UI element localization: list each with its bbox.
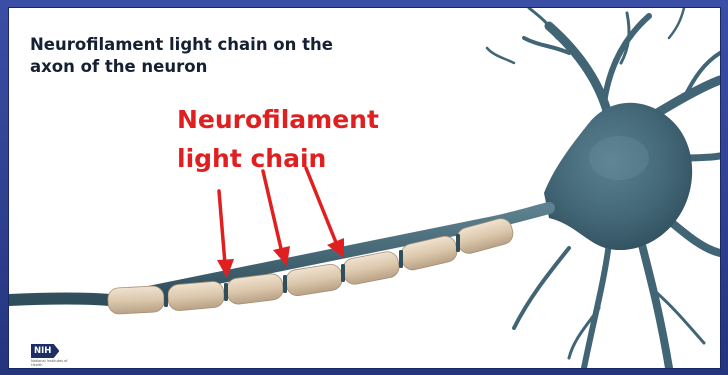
myelin-segment — [107, 286, 164, 315]
arrow-2 — [263, 171, 290, 266]
neurofilament-label: Neurofilament light chain — [177, 100, 379, 178]
nih-logo-mark: NIH — [31, 344, 59, 358]
slide: Neurofilament light chain on the axon of… — [9, 8, 720, 368]
myelin-segment — [167, 281, 225, 312]
slide-title-line-2: axon of the neuron — [30, 56, 390, 78]
nih-logo: NIH National Institutes of Health — [31, 338, 75, 366]
cell-body-highlight — [589, 136, 649, 180]
slide-title-line-1: Neurofilament light chain on the — [30, 34, 390, 56]
neurofilament-label-line-2: light chain — [177, 139, 379, 178]
arrow-1 — [217, 191, 234, 278]
neurofilament-label-line-1: Neurofilament — [177, 100, 379, 139]
arrow-3 — [306, 168, 344, 258]
slide-title: Neurofilament light chain on the axon of… — [30, 34, 390, 78]
nih-logo-subtext: National Institutes of Health — [31, 359, 71, 367]
